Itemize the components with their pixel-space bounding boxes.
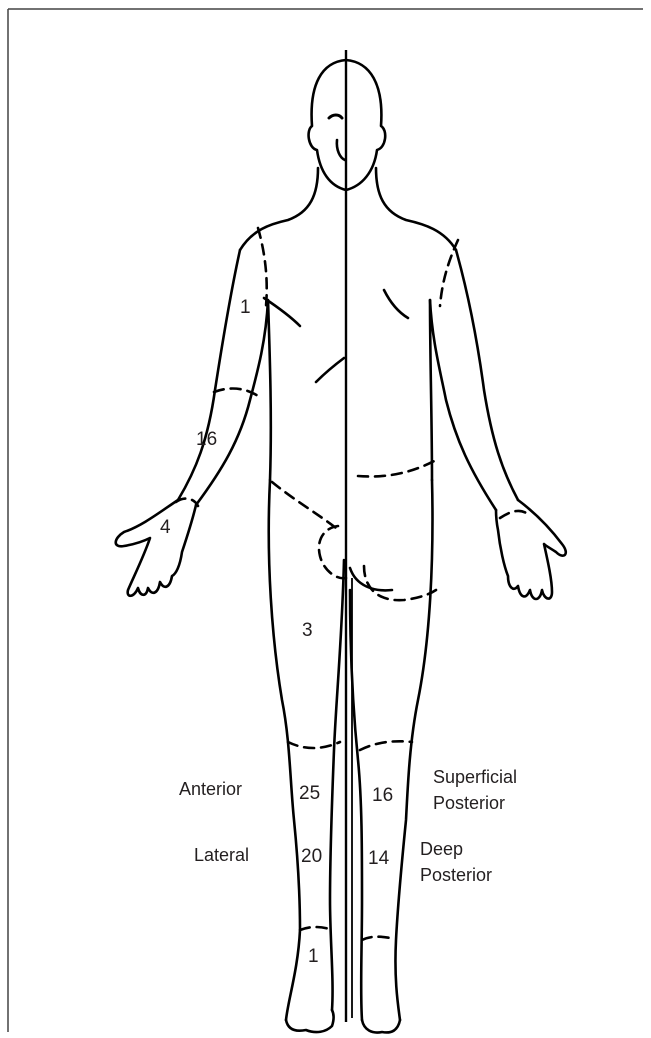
superficial-label-line2: Posterior (433, 793, 505, 813)
rib-line (316, 358, 344, 382)
left-arm-outer (178, 250, 240, 500)
left-leg-outer (269, 480, 300, 1020)
left-leg-inner (330, 560, 344, 1010)
groin-boundary (272, 482, 336, 528)
right-ankle-boundary (362, 937, 390, 940)
hand-count: 4 (160, 517, 171, 538)
nose-mark (337, 140, 345, 160)
waist-boundary (358, 460, 436, 476)
shoulder-boundary (258, 228, 267, 306)
deep-label-line1: Deep (420, 839, 463, 859)
forearm-count: 16 (196, 429, 217, 450)
anterior-count: 25 (299, 783, 320, 804)
eye-mark (329, 115, 342, 118)
left-foot (286, 1010, 334, 1032)
genital-outline (319, 526, 346, 578)
right-foot (362, 1020, 400, 1033)
left-ankle-boundary (300, 927, 332, 930)
superficial-label-line1: Superficial (433, 767, 517, 787)
left-neck-shoulder (240, 168, 318, 250)
deep-posterior-count: 14 (368, 848, 390, 869)
torso-left-side (268, 300, 271, 480)
deep-label-line2: Posterior (420, 865, 492, 885)
chest-crease-right (384, 290, 408, 318)
right-leg-outer (395, 480, 432, 1020)
left-arm-inner (196, 300, 268, 505)
foot-count: 1 (308, 946, 319, 967)
left-hand-outline (116, 500, 196, 596)
thigh-count: 3 (302, 620, 313, 641)
gluteal-fold (364, 566, 436, 600)
anterior-label: Anterior (179, 779, 242, 799)
right-arm-outer (456, 250, 518, 500)
lateral-label: Lateral (194, 845, 249, 865)
right-neck-shoulder (376, 168, 456, 250)
lateral-count: 20 (301, 846, 322, 867)
right-knee-boundary (360, 741, 412, 750)
superficial-posterior-count: 16 (372, 785, 393, 806)
left-knee-boundary (288, 742, 340, 748)
shoulder-count: 1 (240, 297, 251, 318)
wrist-boundary-right (500, 511, 530, 518)
